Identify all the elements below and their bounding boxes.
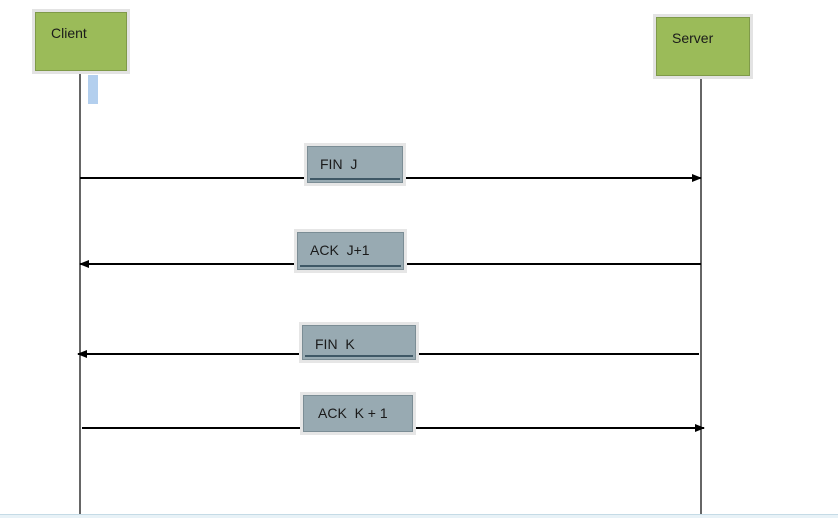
client-actor-label: Client xyxy=(51,25,87,41)
message-ack-j1: ACK J+1 xyxy=(294,229,407,273)
message-ack-j1-label: ACK J+1 xyxy=(310,242,370,258)
client-activation-bar xyxy=(88,75,98,104)
message-fin-j: FIN J xyxy=(304,143,406,186)
server-actor-label: Server xyxy=(672,30,714,46)
message-fin-k-label: FIN K xyxy=(315,336,355,352)
message-ack-j1-underline xyxy=(300,265,401,267)
message-ack-k1-label: ACK K + 1 xyxy=(318,405,388,421)
message-fin-j-label: FIN J xyxy=(320,156,358,172)
message-fin-k: FIN K xyxy=(299,322,419,363)
server-actor-box: Server xyxy=(653,14,753,79)
message-fin-j-underline xyxy=(310,178,400,180)
message-ack-k1: ACK K + 1 xyxy=(300,392,416,435)
message-fin-k-underline xyxy=(305,355,413,357)
client-actor-box: Client xyxy=(32,9,130,74)
bottom-edge-bar xyxy=(0,514,838,518)
